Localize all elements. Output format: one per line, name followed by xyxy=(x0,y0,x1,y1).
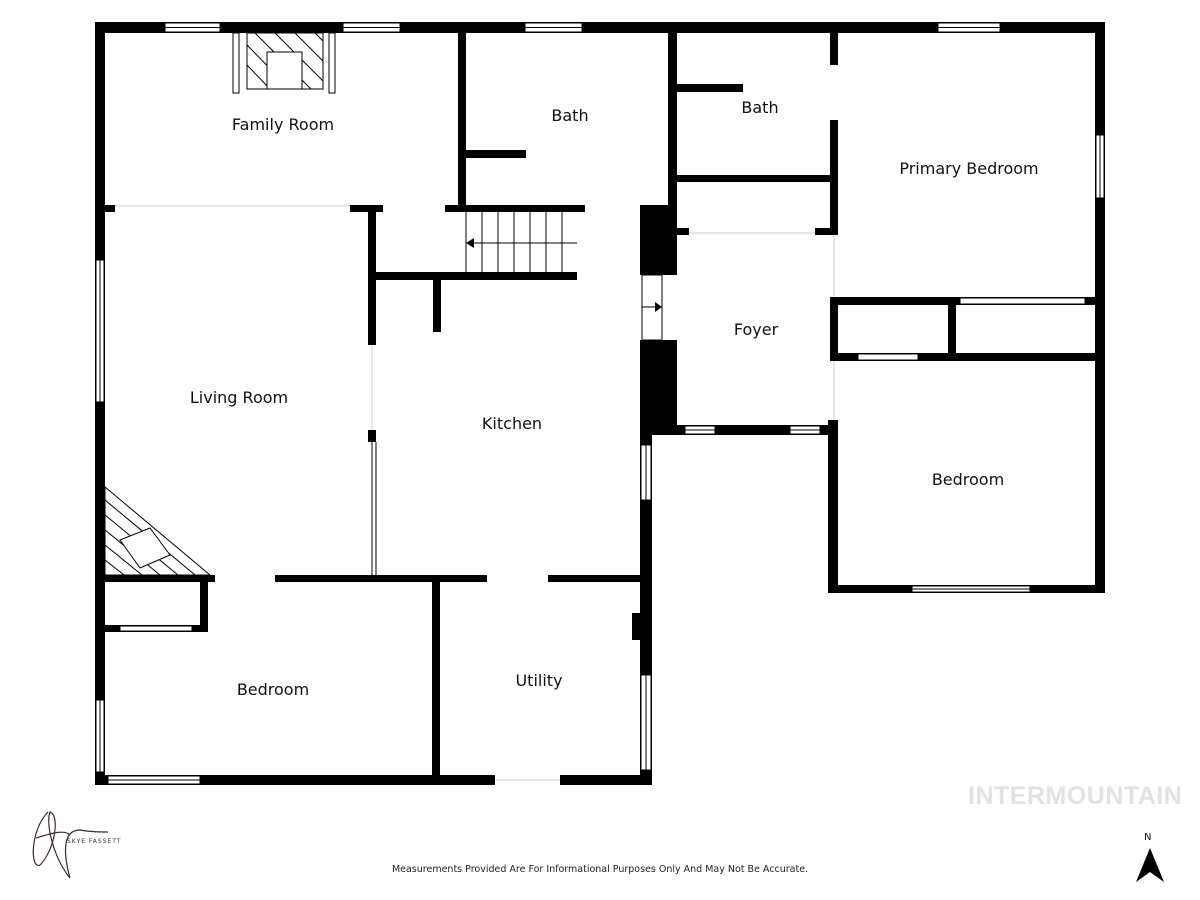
room-label-living-room: Living Room xyxy=(189,388,289,407)
room-label-bath: Bath xyxy=(551,106,589,125)
north-arrow-icon xyxy=(1136,848,1164,882)
room-label-bedroom: Bedroom xyxy=(931,470,1005,489)
fireplace-living-room xyxy=(104,485,212,576)
room-label-primary-bedroom: Primary Bedroom xyxy=(899,159,1039,178)
stairs xyxy=(371,212,663,575)
room-label-foyer: Foyer xyxy=(733,320,779,339)
windows xyxy=(95,22,1105,785)
logo xyxy=(32,811,109,879)
step-arrow-icon xyxy=(655,302,662,312)
logo-text: SKYE FASSETT xyxy=(67,838,122,845)
watermark: INTERMOUNTAIN xyxy=(968,782,1183,810)
stair-arrow-icon xyxy=(466,238,474,248)
north-label: N xyxy=(1144,832,1152,843)
room-label-family-room: Family Room xyxy=(231,115,335,134)
room-label-bedroom: Bedroom xyxy=(236,680,310,699)
room-label-bath: Bath xyxy=(741,98,779,117)
room-label-utility: Utility xyxy=(515,671,563,690)
openings xyxy=(115,205,835,781)
fireplace-family-room xyxy=(232,32,336,94)
disclaimer: Measurements Provided Are For Informatio… xyxy=(391,864,809,875)
room-label-kitchen: Kitchen xyxy=(481,414,543,433)
